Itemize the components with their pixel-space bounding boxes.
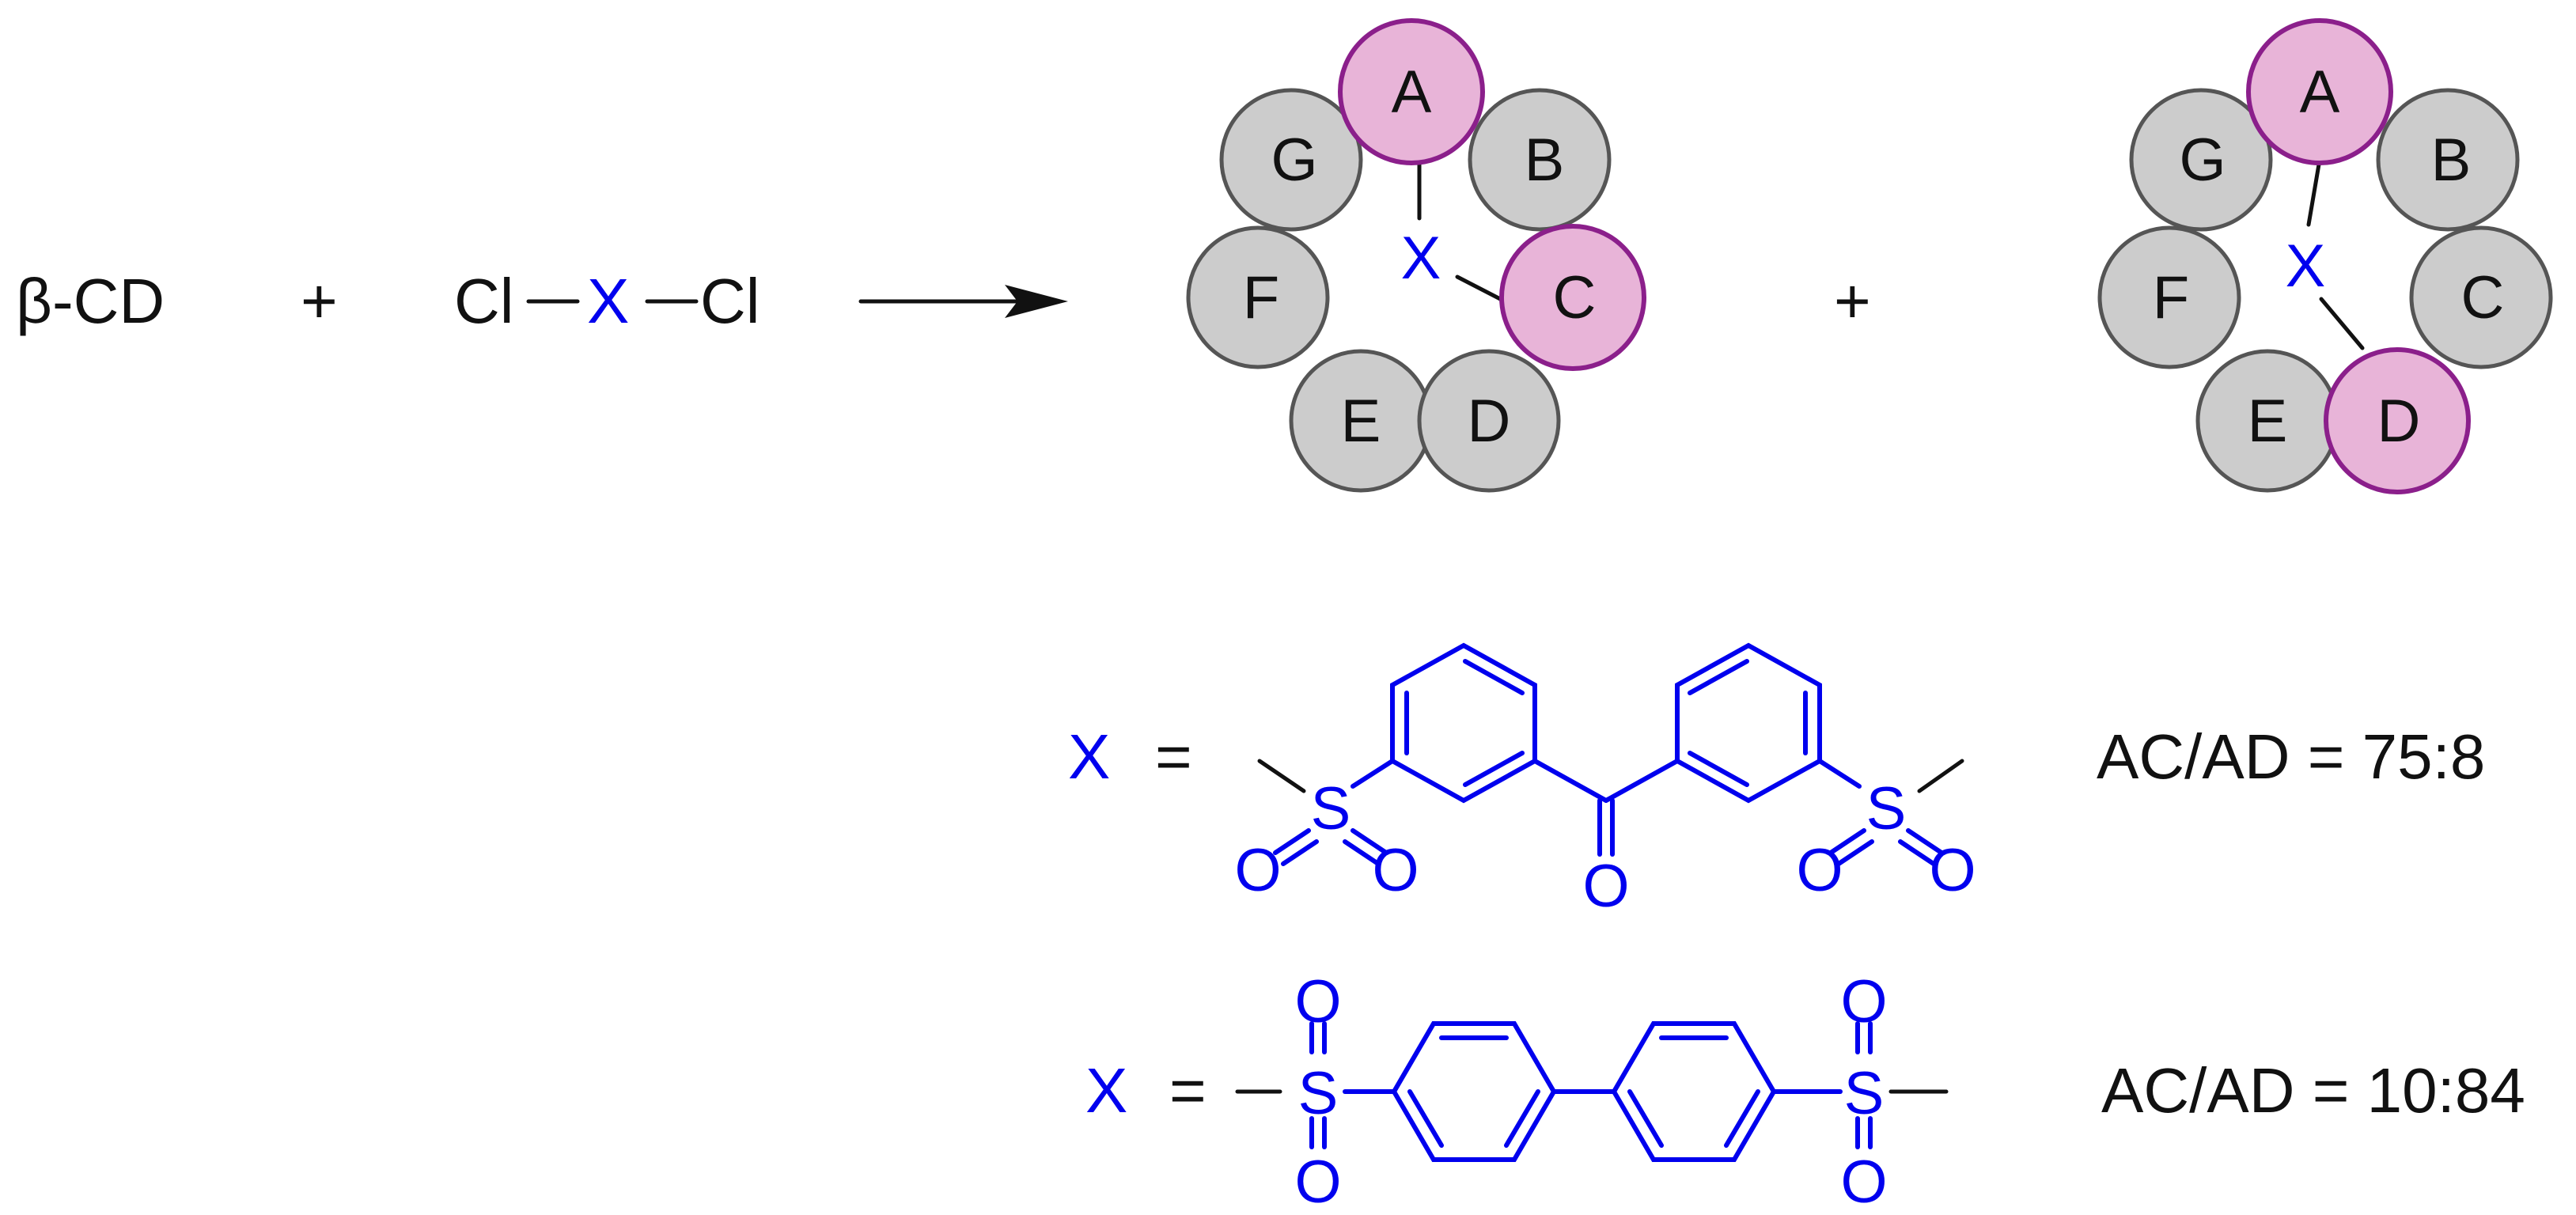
tether-x-c <box>1455 274 1509 305</box>
linker-1-o-left-a: O <box>1234 837 1281 904</box>
linker-cl-right: Cl <box>700 266 760 336</box>
reaction-equation: β-CD + Cl X Cl + <box>16 266 1871 336</box>
linker-1-ring-right-db2 <box>1688 751 1749 787</box>
unit-b-label: B <box>2431 127 2472 194</box>
unit-f-label: F <box>2153 264 2189 331</box>
linker-1-so-left-a1 <box>1273 828 1311 855</box>
unit-b <box>1468 88 1612 232</box>
linker-2-x: X <box>1085 1055 1127 1126</box>
unit-d-highlighted <box>2324 347 2471 494</box>
unit-e-label: E <box>2248 388 2288 455</box>
linker-1-ring-right-db1 <box>1688 659 1749 695</box>
unit-g-label: G <box>1271 127 1317 194</box>
linker-2-ratio: AC/AD = 10:84 <box>2101 1055 2525 1126</box>
linker-x-ad: X <box>2286 233 2326 300</box>
linker-2-s-right: S <box>1844 1060 1885 1127</box>
linker-1-so-left-a2 <box>1281 839 1319 866</box>
tether-a-x-ad <box>2306 157 2322 227</box>
linker-2-s-left: S <box>1298 1060 1339 1127</box>
linker-2-ring-right <box>1611 1021 1777 1162</box>
linker-1-o-left-b: O <box>1372 837 1419 904</box>
linker-x-symbol: X <box>587 266 629 336</box>
linker-1-so-left-b1 <box>1343 839 1381 866</box>
unit-c-label: C <box>2461 264 2505 331</box>
linker-1-ring-right <box>1675 642 1822 804</box>
linker-1-so-right-b1 <box>1898 839 1936 866</box>
linker-1-ratio: AC/AD = 75:8 <box>2097 721 2485 792</box>
unit-c-label: C <box>1553 264 1597 331</box>
unit-c-highlighted <box>1499 224 1646 371</box>
linker-1-ring-s-right <box>1817 759 1862 789</box>
linker-1-equals: = <box>1155 721 1192 792</box>
unit-d <box>1417 349 1561 493</box>
linker-1-s-right: S <box>1866 775 1907 842</box>
unit-d-label: D <box>1468 388 1511 455</box>
unit-f <box>2097 225 2241 369</box>
plus-sign-products: + <box>1834 266 1871 336</box>
linker-2-o-left-down: O <box>1294 1149 1341 1215</box>
linker-2-ring-right-db2 <box>1724 1089 1760 1148</box>
linker-1-s-left: S <box>1311 775 1351 842</box>
linker-1-x: X <box>1068 721 1110 792</box>
linker-2-ring-left <box>1391 1021 1557 1162</box>
linker-1-so-left-b2 <box>1351 828 1388 855</box>
product-ad-ring: A B C D E F G X <box>2097 18 2553 494</box>
unit-a-highlighted <box>2246 18 2393 165</box>
linker-cl-left: Cl <box>454 266 514 336</box>
reactant-beta-cd: β-CD <box>16 266 165 336</box>
linker-1-bridge-left <box>1532 759 1608 803</box>
linker-1-o-right-b: O <box>1929 837 1976 904</box>
reaction-arrow-head <box>1005 285 1068 318</box>
unit-g <box>1219 88 1363 232</box>
linker-2-ring-right-db3 <box>1627 1089 1664 1148</box>
unit-a-highlighted <box>1338 18 1485 165</box>
linker-1-ring-s-left <box>1351 759 1395 789</box>
unit-b-label: B <box>1525 127 1565 194</box>
unit-g-label: G <box>2179 127 2226 194</box>
linker-1-attach-right <box>1917 759 1964 793</box>
tether-x-d-ad <box>2319 297 2365 350</box>
unit-a-label: A <box>2300 59 2340 126</box>
linker-1-so-right-a1 <box>1828 828 1866 855</box>
linker-2-o-left-up: O <box>1294 968 1341 1035</box>
linker-1-o-carbonyl: O <box>1582 853 1629 920</box>
linker-x-ac: X <box>1401 225 1441 292</box>
product-ac-ring: A B C D E F G X <box>1186 18 1646 493</box>
unit-g <box>2129 88 2273 232</box>
unit-a-label: A <box>1392 59 1432 126</box>
linker-1-ring-left-db1 <box>1463 659 1525 695</box>
unit-b <box>2376 88 2520 232</box>
linker-1-so-right-a2 <box>1836 839 1874 866</box>
unit-e-label: E <box>1341 388 1381 455</box>
linker-1-ring-left-db2 <box>1463 751 1525 787</box>
linker-1-structure: X = O S O O S <box>1068 642 2485 920</box>
linker-2-structure: X = S O O S O O AC/AD = 10:84 <box>1085 968 2525 1215</box>
unit-f <box>1186 225 1330 369</box>
linker-1-so-right-b2 <box>1906 828 1944 855</box>
unit-c <box>2409 225 2553 369</box>
linker-2-equals: = <box>1169 1055 1207 1126</box>
unit-f-label: F <box>1243 264 1279 331</box>
linker-1-o-right-a: O <box>1796 837 1843 904</box>
linker-1-ring-left <box>1390 642 1537 804</box>
linker-2-ring-left-db3 <box>1407 1089 1444 1148</box>
linker-2-ring-left-db2 <box>1504 1089 1540 1148</box>
linker-1-attach-left <box>1257 759 1306 793</box>
linker-2-o-right-down: O <box>1840 1149 1887 1215</box>
unit-d-label: D <box>2377 388 2421 455</box>
linker-1-bridge-right <box>1604 759 1680 803</box>
plus-sign: + <box>301 266 338 336</box>
linker-2-o-right-up: O <box>1840 968 1887 1035</box>
